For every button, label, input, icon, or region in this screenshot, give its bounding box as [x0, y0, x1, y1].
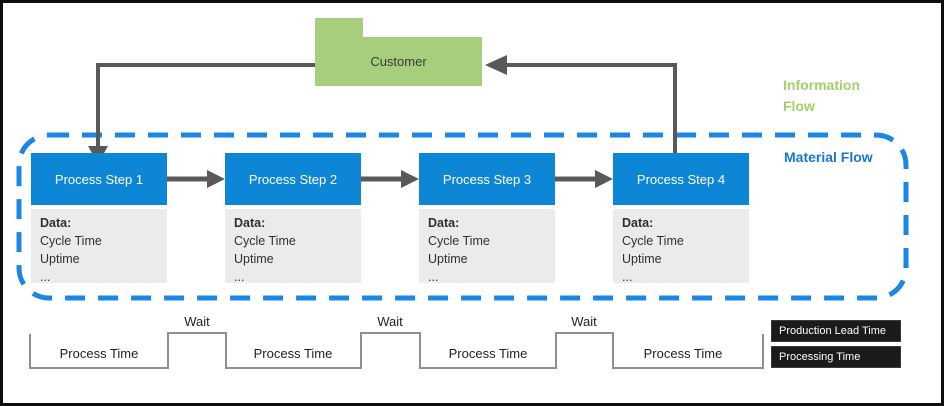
- process-step-3-data-box: Data: Cycle Time Uptime ...: [419, 209, 555, 284]
- wait-label-1: Wait: [184, 314, 210, 329]
- process-step-3-title: Process Step 3: [442, 171, 532, 187]
- process-step-4-title: Process Step 4: [636, 171, 726, 187]
- data-item: Cycle Time: [428, 234, 490, 248]
- data-item: Uptime: [622, 252, 662, 266]
- data-header: Data:: [234, 216, 266, 230]
- process-time-label-1: Process Time: [59, 346, 139, 361]
- data-item: Uptime: [40, 252, 80, 266]
- process-step-2-data-box: Data: Cycle Time Uptime ...: [225, 209, 361, 284]
- process-arrow-step3-step4: [555, 170, 613, 188]
- legend-processing-time: Processing Time: [771, 346, 901, 368]
- process-time-label-4: Process Time: [643, 346, 723, 361]
- process-step-1-header: Process Step 1: [31, 153, 167, 205]
- customer-box: Customer: [315, 37, 482, 86]
- customer-folder-tab: [315, 18, 363, 40]
- process-time-label-3: Process Time: [448, 346, 528, 361]
- process-step-4-header: Process Step 4: [613, 153, 749, 205]
- process-step-4-data-box: Data: Cycle Time Uptime ...: [613, 209, 749, 284]
- data-item: Uptime: [234, 252, 274, 266]
- customer-label: Customer: [370, 54, 427, 69]
- process-time-label-2: Process Time: [253, 346, 333, 361]
- data-item: Cycle Time: [622, 234, 684, 248]
- legend-label: Processing Time: [779, 351, 861, 363]
- data-header: Data:: [428, 216, 460, 230]
- data-item: Cycle Time: [40, 234, 102, 248]
- info-flow-arrow-to-step1: [88, 63, 315, 164]
- wait-label-3: Wait: [571, 314, 597, 329]
- process-step-3-header: Process Step 3: [419, 153, 555, 205]
- data-header: Data:: [40, 216, 72, 230]
- process-arrow-step1-step2: [167, 170, 225, 188]
- data-header: Data:: [622, 216, 654, 230]
- lead-time-ladder-line: [29, 332, 764, 369]
- data-item: Cycle Time: [234, 234, 296, 248]
- data-item-ellipsis: ...: [622, 270, 633, 284]
- legend-label: Production Lead Time: [779, 325, 887, 337]
- diagram-connectors: [16, 55, 909, 369]
- process-arrow-step2-step3: [361, 170, 419, 188]
- legend-production-lead-time: Production Lead Time: [771, 320, 901, 342]
- material-flow-dashed-border: [16, 132, 909, 301]
- wait-label-2: Wait: [377, 314, 403, 329]
- process-step-2-header: Process Step 2: [225, 153, 361, 205]
- data-item-ellipsis: ...: [234, 270, 245, 284]
- process-step-1-title: Process Step 1: [54, 171, 144, 187]
- material-flow-label: Material Flow: [784, 149, 873, 165]
- data-item: Uptime: [428, 252, 468, 266]
- data-item-ellipsis: ...: [428, 270, 439, 284]
- data-item-ellipsis: ...: [40, 270, 51, 284]
- info-flow-arrow-to-customer: [485, 55, 677, 153]
- information-flow-label: Information Flow: [783, 77, 860, 114]
- process-step-1-data-box: Data: Cycle Time Uptime ...: [31, 209, 167, 284]
- process-step-2-title: Process Step 2: [248, 171, 338, 187]
